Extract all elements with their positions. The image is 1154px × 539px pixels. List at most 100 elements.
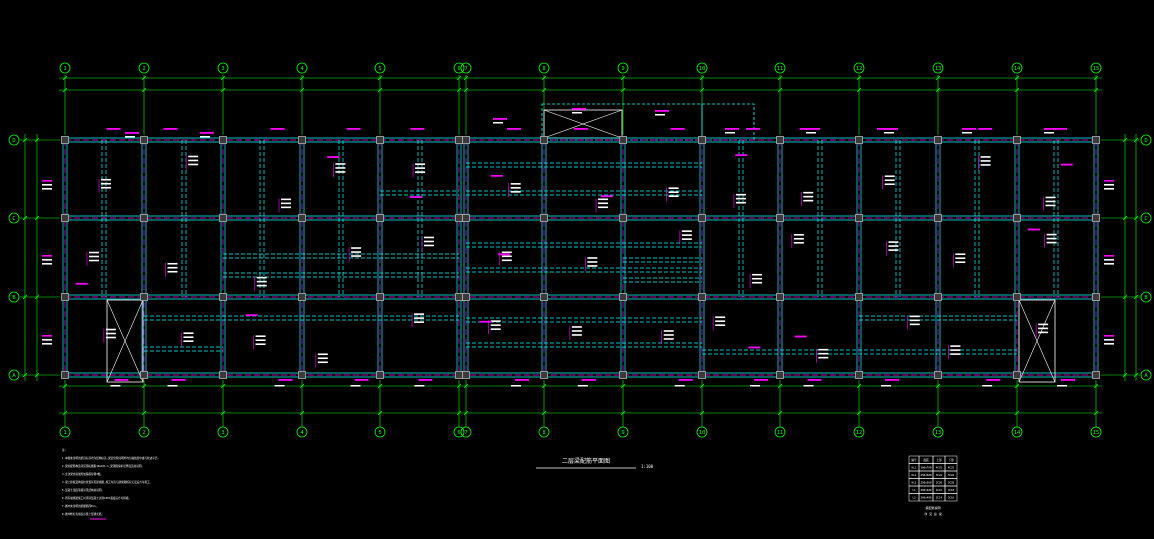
dimension-tick	[1093, 410, 1099, 416]
rebar-label-mark	[167, 270, 178, 273]
drawing-title: 二层梁配筋平面图	[562, 457, 610, 465]
beam-label-mark	[75, 282, 88, 285]
grid-label: 4	[300, 66, 304, 72]
dimension-tick	[299, 75, 305, 81]
beam-label-mark	[409, 196, 422, 198]
stair-opening	[106, 299, 144, 383]
rebar-label-mark	[752, 281, 763, 284]
column	[219, 136, 227, 144]
grid-bubble	[617, 62, 629, 74]
rebar-label-mark	[188, 155, 199, 158]
rebar-label-mark	[490, 324, 501, 326]
rebar-label-mark	[1038, 327, 1049, 330]
beam-label-mark	[600, 195, 613, 198]
side-label-mark	[1104, 184, 1114, 186]
grid-label: 10	[699, 66, 706, 72]
table-cell-text: 3C18	[948, 488, 955, 492]
grid-bubble	[138, 62, 150, 74]
grid-bubble	[8, 134, 20, 146]
grid-bubble	[59, 62, 71, 74]
rebar-label-mark	[350, 385, 361, 387]
rebar-label-mark	[587, 265, 598, 267]
column	[376, 293, 384, 301]
grid-label: 15	[1093, 430, 1100, 436]
rebar-label-mark	[335, 171, 346, 173]
rebar-label-mark	[88, 259, 99, 262]
column	[140, 214, 148, 222]
side-label-mark	[1104, 263, 1114, 265]
dimension-tick	[541, 87, 547, 93]
grid-bubble	[1011, 62, 1023, 74]
dimension-tick	[935, 410, 941, 416]
dimension-tick	[141, 383, 147, 389]
dimension-tick	[620, 410, 626, 416]
dimension-tick	[456, 383, 462, 389]
rebar-label-mark	[950, 353, 961, 355]
column	[298, 293, 306, 301]
note-line: 4.梁上挂板及构造柱位置详见建施图,施工时应与建施图核对无误后方可施工。	[62, 480, 152, 484]
grid-bubble	[59, 426, 71, 438]
beam-label-mark	[978, 128, 993, 130]
table-cell-text: 3C20	[948, 481, 955, 485]
dimension-tick	[34, 294, 40, 300]
rebar-label-mark	[281, 198, 292, 201]
rebar-label-mark	[167, 385, 178, 387]
column	[219, 214, 227, 222]
dimension-tick	[699, 87, 705, 93]
dimension-tick	[699, 410, 705, 416]
rebar-label-mark	[105, 328, 116, 331]
column	[455, 136, 463, 144]
dimension-tick	[299, 410, 305, 416]
column	[698, 214, 706, 222]
rebar-label-mark	[415, 163, 426, 165]
dimension-tick	[856, 87, 862, 93]
rebar-label-mark	[803, 199, 814, 202]
table-caption: 梁配筋说明	[925, 505, 940, 510]
column	[776, 214, 784, 222]
rebar-label-mark	[674, 385, 685, 387]
rebar-label-mark	[793, 242, 804, 244]
rebar-label-mark	[255, 339, 266, 342]
column	[619, 136, 627, 144]
beam-label-mark	[200, 132, 214, 134]
grid-bubble	[853, 426, 865, 438]
dimension-tick	[1122, 215, 1128, 221]
grid-label: 12	[856, 430, 863, 436]
dimension-tick	[463, 383, 469, 389]
dimension-tick	[62, 383, 68, 389]
rebar-label-mark	[955, 261, 966, 264]
rebar-label-mark	[510, 187, 521, 189]
rebar-label-mark	[317, 357, 328, 360]
dimension-tick	[299, 87, 305, 93]
column	[140, 136, 148, 144]
grid-label: 1	[63, 430, 66, 436]
beam-label-mark	[655, 110, 669, 112]
dimension-tick	[1122, 294, 1128, 300]
rebar-label-mark	[980, 156, 991, 158]
table-cell-text: 下部	[948, 458, 954, 462]
rebar-label-mark	[803, 191, 814, 194]
column	[619, 371, 627, 379]
grid-label: 7	[464, 66, 467, 72]
rebar-label-mark	[752, 277, 763, 280]
beam-label-mark	[114, 379, 129, 381]
rebar-label-mark	[1057, 385, 1068, 387]
column	[455, 293, 463, 301]
note-line: 8.图中粉红色线表示梁上部通长筋。	[62, 512, 104, 516]
column	[698, 136, 706, 144]
beam-label-mark	[354, 379, 369, 381]
table-cell-text: 截面	[923, 458, 929, 462]
grid-label: 3	[221, 66, 224, 72]
dimension-tick	[463, 75, 469, 81]
rebar-label-mark	[1038, 323, 1049, 326]
beam-label-mark	[410, 128, 425, 130]
rebar-label-mark	[490, 320, 501, 322]
column	[1013, 293, 1021, 301]
rebar-label-mark	[1044, 132, 1054, 134]
rebar-label-mark	[980, 160, 991, 162]
dimension-tick	[856, 75, 862, 81]
grid-label: 5	[378, 66, 381, 72]
rebar-label-mark	[1046, 237, 1057, 240]
rebar-label-mark	[188, 163, 199, 166]
dimension-tick	[34, 372, 40, 378]
